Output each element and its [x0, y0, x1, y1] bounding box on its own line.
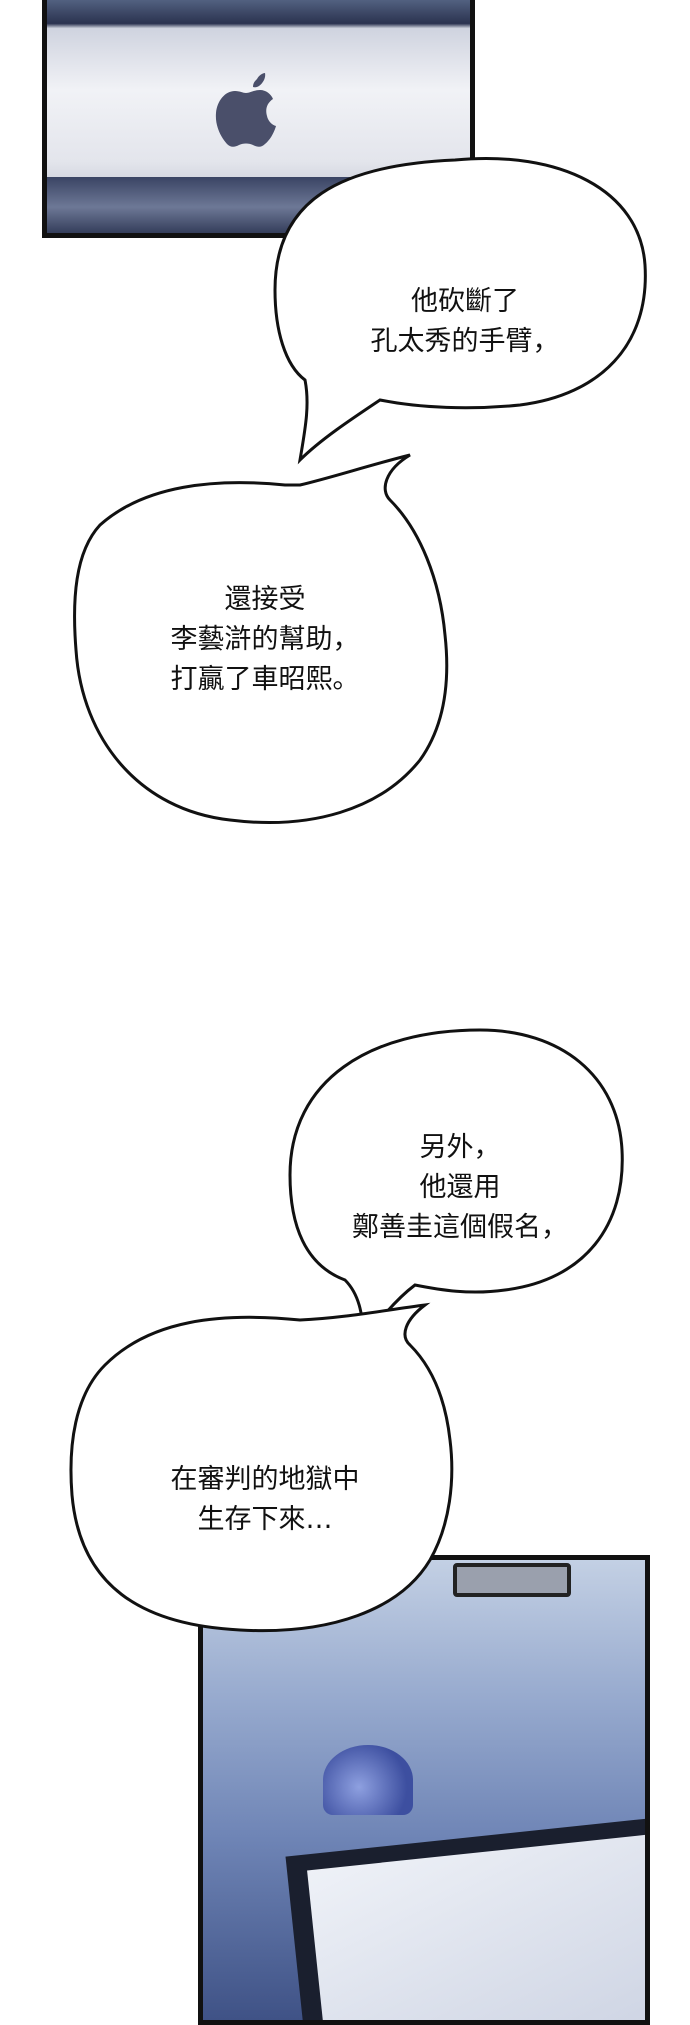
bubble-1-line-2: 孔太秀的手臂， [370, 326, 560, 357]
apple-logo-icon [215, 73, 276, 147]
speech-bubble-1 [273, 157, 647, 465]
bubble-2-line-3: 打贏了車昭熙。 [170, 664, 360, 695]
bubble-4-line-1: 在審判的地獄中 [170, 1464, 360, 1495]
bubble-2-line-2: 李藝滸的幫助， [170, 624, 360, 655]
character-hair [323, 1745, 413, 1815]
bubble-3-line-2: 他還用 [419, 1172, 501, 1203]
speech-bubble-2 [73, 453, 449, 824]
bubble-4-line-2: 生存下來… [197, 1504, 333, 1535]
tablet-clip [453, 1563, 571, 1597]
bubble-2-line-1: 還接受 [224, 584, 306, 615]
top-panel-monitor [42, 0, 475, 238]
bubble-1-line-1: 他砍斷了 [411, 286, 519, 317]
bubble-1-text: 他砍斷了 孔太秀的手臂， [330, 282, 600, 362]
speech-bubble-4 [69, 1302, 454, 1633]
bubble-2-text: 還接受 李藝滸的幫助， 打贏了車昭熙。 [130, 580, 400, 700]
bubble-3-text: 另外， 他還用 鄭善圭這個假名， [310, 1128, 610, 1248]
bubble-3-line-1: 另外， [419, 1132, 501, 1163]
speech-bubble-3 [288, 1028, 624, 1345]
bubble-3-line-3: 鄭善圭這個假名， [352, 1212, 568, 1243]
bubble-4-text: 在審判的地獄中 生存下來… [120, 1460, 410, 1540]
